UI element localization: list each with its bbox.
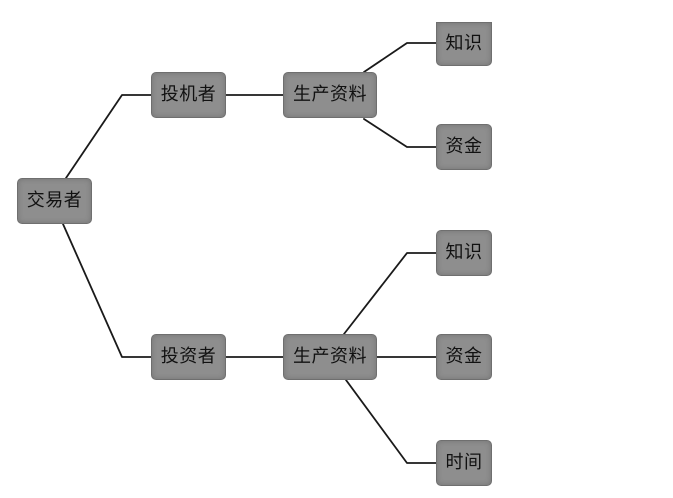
node-root-trader: 交易者 <box>17 178 92 224</box>
node-speculator-knowledge: 知识 <box>436 22 492 66</box>
node-investor-time: 时间 <box>436 440 492 486</box>
node-speculator-capital: 资金 <box>436 124 492 170</box>
edge-spec-means-capital <box>363 118 438 148</box>
edge-inv-means-knowledge <box>343 252 438 335</box>
edge-root-speculator <box>65 94 153 179</box>
edge-root-investor <box>62 223 153 358</box>
node-investor-knowledge: 知识 <box>436 230 492 276</box>
node-investor-means: 生产资料 <box>283 334 377 380</box>
node-speculator: 投机者 <box>151 72 226 118</box>
node-speculator-means: 生产资料 <box>283 72 377 118</box>
edge-spec-means-knowledge <box>363 42 438 73</box>
edge-inv-means-time <box>345 379 438 464</box>
diagram-paper <box>14 22 514 492</box>
node-investor: 投资者 <box>151 334 226 380</box>
node-investor-capital: 资金 <box>436 334 492 380</box>
